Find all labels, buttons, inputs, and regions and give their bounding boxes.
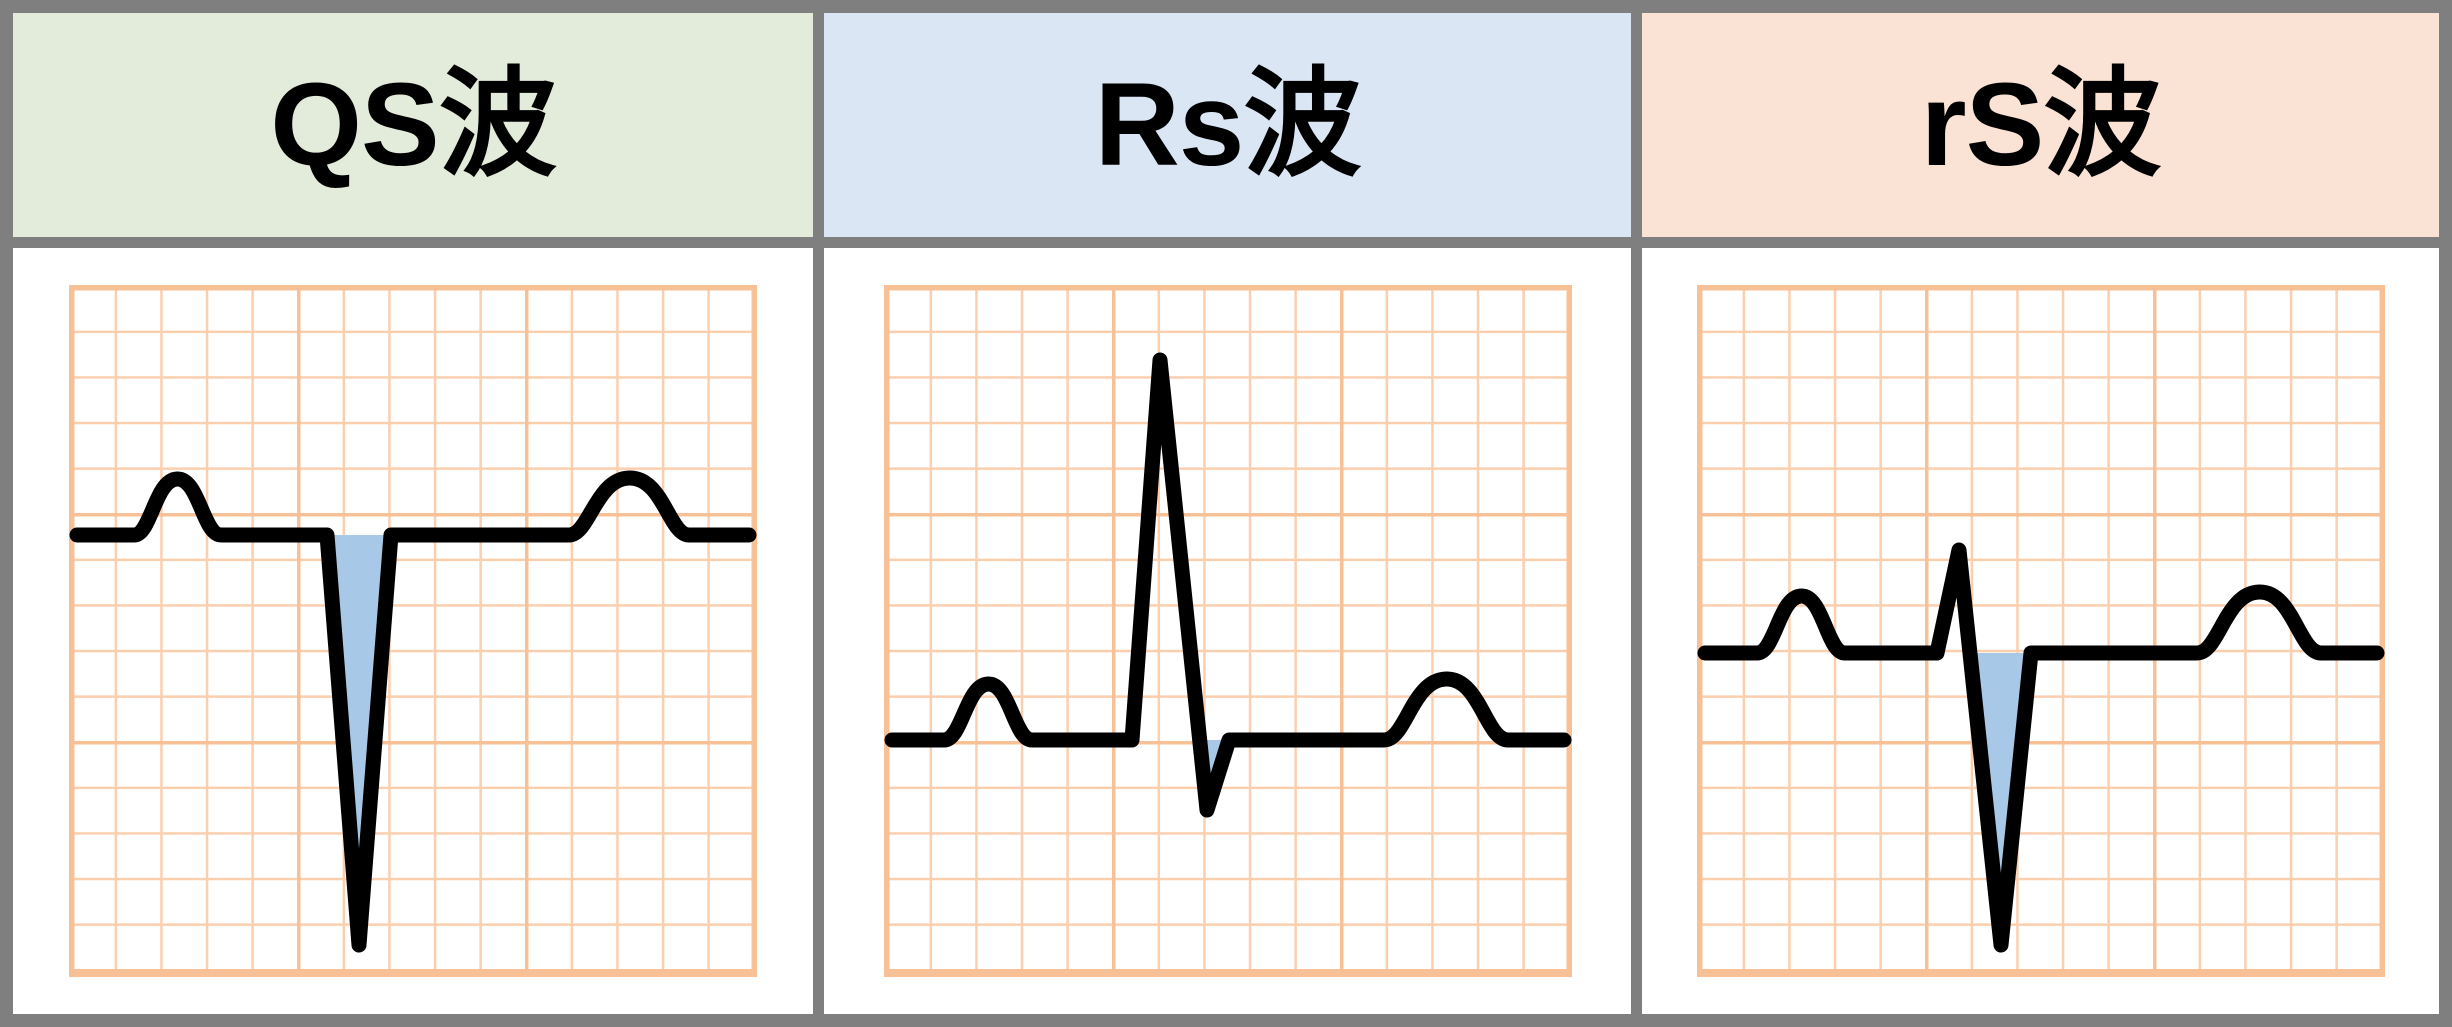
table-header-row: QS波 Rs波 rS波 <box>13 13 2439 237</box>
ecg-chart-rs <box>883 285 1572 977</box>
shaded-region-qs <box>331 535 389 945</box>
ecg-cell-rs <box>824 248 1631 1014</box>
ecg-trace-qs <box>69 470 757 953</box>
ecg-grid-rs-small <box>1696 285 2385 977</box>
column-title-qs: QS波 <box>270 59 556 191</box>
header-cell-rs-small: rS波 <box>1642 13 2439 237</box>
ecg-grid-rs <box>883 285 1572 977</box>
ecg-trace-rs <box>884 352 1571 818</box>
header-cell-rs: Rs波 <box>824 13 1631 237</box>
ecg-chart-rs-small <box>1696 285 2385 977</box>
shaded-region-rs-small <box>1972 653 2029 945</box>
comparison-table: QS波 Rs波 rS波 <box>13 13 2439 1014</box>
ecg-chart-qs <box>69 285 757 977</box>
ecg-grid-qs <box>69 285 757 977</box>
table-body-row <box>13 248 2439 1014</box>
column-title-rs: Rs波 <box>1094 59 1362 191</box>
ecg-trace-rs-small <box>1697 542 2384 953</box>
header-cell-qs: QS波 <box>13 13 813 237</box>
column-title-rs-small: rS波 <box>1920 59 2162 191</box>
ecg-cell-rs-small <box>1642 248 2439 1014</box>
ecg-cell-qs <box>13 248 813 1014</box>
